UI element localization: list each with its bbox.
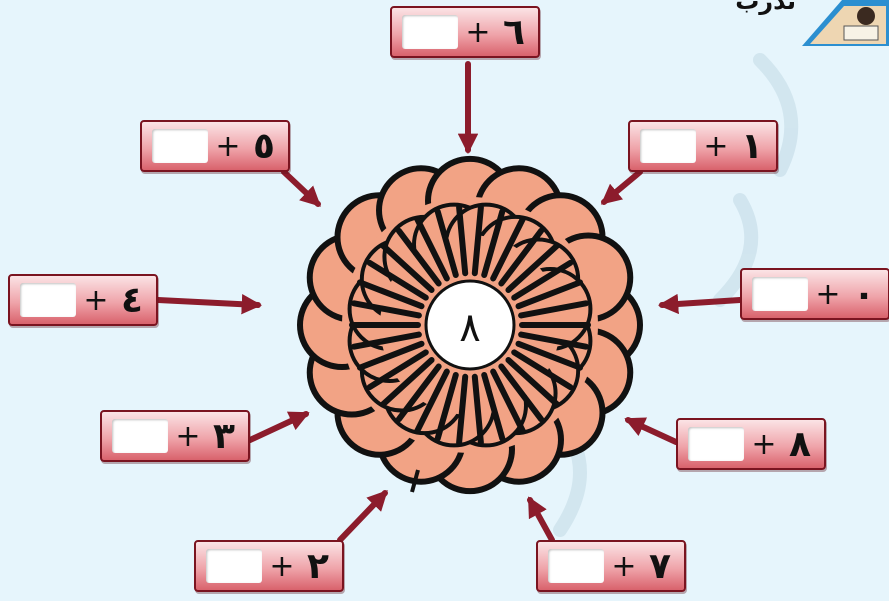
plus-sign: + (175, 419, 201, 454)
flower-ray (356, 279, 425, 310)
addition-card: + ٣ (100, 410, 250, 462)
center-number: ٨ (459, 305, 481, 351)
plus-sign: + (815, 277, 841, 312)
plus-sign: + (703, 129, 729, 164)
addend-number: ٣ (213, 416, 235, 457)
flower-ray (379, 242, 435, 293)
answer-box[interactable] (548, 549, 604, 583)
flower-ray (434, 208, 459, 278)
flower-ray (498, 227, 545, 287)
flower-ray (498, 363, 545, 423)
flower-ray (456, 373, 469, 446)
addend-number: ٢ (307, 546, 329, 587)
flower-ray (505, 357, 561, 408)
arrow-top-right (600, 169, 643, 205)
flower-ray (351, 331, 422, 350)
flower-ray (515, 340, 584, 371)
flower-ray (356, 340, 425, 371)
addend-number: ٦ (503, 12, 525, 53)
addend-number: ١ (741, 126, 763, 167)
answer-box[interactable] (402, 15, 458, 49)
arrow-left (155, 293, 263, 315)
flower-ray (481, 372, 506, 442)
addition-card: + ٨ (676, 418, 826, 470)
flower-ray (511, 349, 574, 391)
addend-number: ٠ (853, 274, 875, 315)
addend-number: ٨ (789, 424, 811, 465)
flower-ray (518, 331, 589, 350)
flower-ray (395, 227, 442, 287)
flower-ray (505, 242, 561, 293)
arrow-lower-left (247, 411, 310, 443)
flower-ray (351, 300, 422, 319)
flower-ray (471, 373, 484, 446)
arrows (155, 61, 743, 543)
arrow-right (657, 293, 743, 315)
addend-number: ٧ (649, 546, 671, 587)
arrow-bottom-left (337, 490, 388, 543)
flower-ray (490, 216, 526, 282)
addition-card: + ١ (628, 120, 778, 172)
addition-card: + ٢ (194, 540, 344, 592)
flower-ray (481, 208, 506, 278)
addend-number: ٤ (121, 280, 143, 321)
answer-box[interactable] (20, 283, 76, 317)
student-writing-icon (802, 0, 889, 46)
flower-ray (395, 363, 442, 423)
exercise-heading: تدرب (735, 0, 796, 15)
flower-ray (366, 259, 429, 301)
flower-ray (414, 216, 450, 282)
arrow-bottom-right (527, 496, 555, 543)
arrow-top-left (281, 169, 321, 207)
addition-card: + ٦ (390, 6, 540, 58)
flower (297, 155, 643, 495)
arrow-lower-right (624, 417, 679, 445)
flower-ray (366, 349, 429, 391)
addition-card: + ٧ (536, 540, 686, 592)
flower-ray (515, 279, 584, 310)
plus-sign: + (269, 549, 295, 584)
answer-box[interactable] (752, 277, 808, 311)
flower-center (424, 279, 516, 371)
plus-sign: + (83, 283, 109, 318)
flower-ray (490, 368, 526, 434)
addition-card: + ٥ (140, 120, 290, 172)
plus-sign: + (611, 549, 637, 584)
flower-ray (456, 204, 469, 277)
answer-box[interactable] (152, 129, 208, 163)
flower-ray (434, 372, 459, 442)
flower-ray (518, 300, 589, 319)
flower-ray (471, 204, 484, 277)
flower-ray (511, 259, 574, 301)
plus-sign: + (751, 427, 777, 462)
answer-box[interactable] (688, 427, 744, 461)
answer-box[interactable] (206, 549, 262, 583)
flower-stem (410, 469, 420, 493)
addition-card: + ٤ (8, 274, 158, 326)
flower-ray (414, 368, 450, 434)
plus-sign: + (215, 129, 241, 164)
addend-number: ٥ (253, 126, 275, 167)
plus-sign: + (465, 15, 491, 50)
flower-ray (379, 357, 435, 408)
answer-box[interactable] (640, 129, 696, 163)
answer-box[interactable] (112, 419, 168, 453)
addition-card: + ٠ (740, 268, 889, 320)
